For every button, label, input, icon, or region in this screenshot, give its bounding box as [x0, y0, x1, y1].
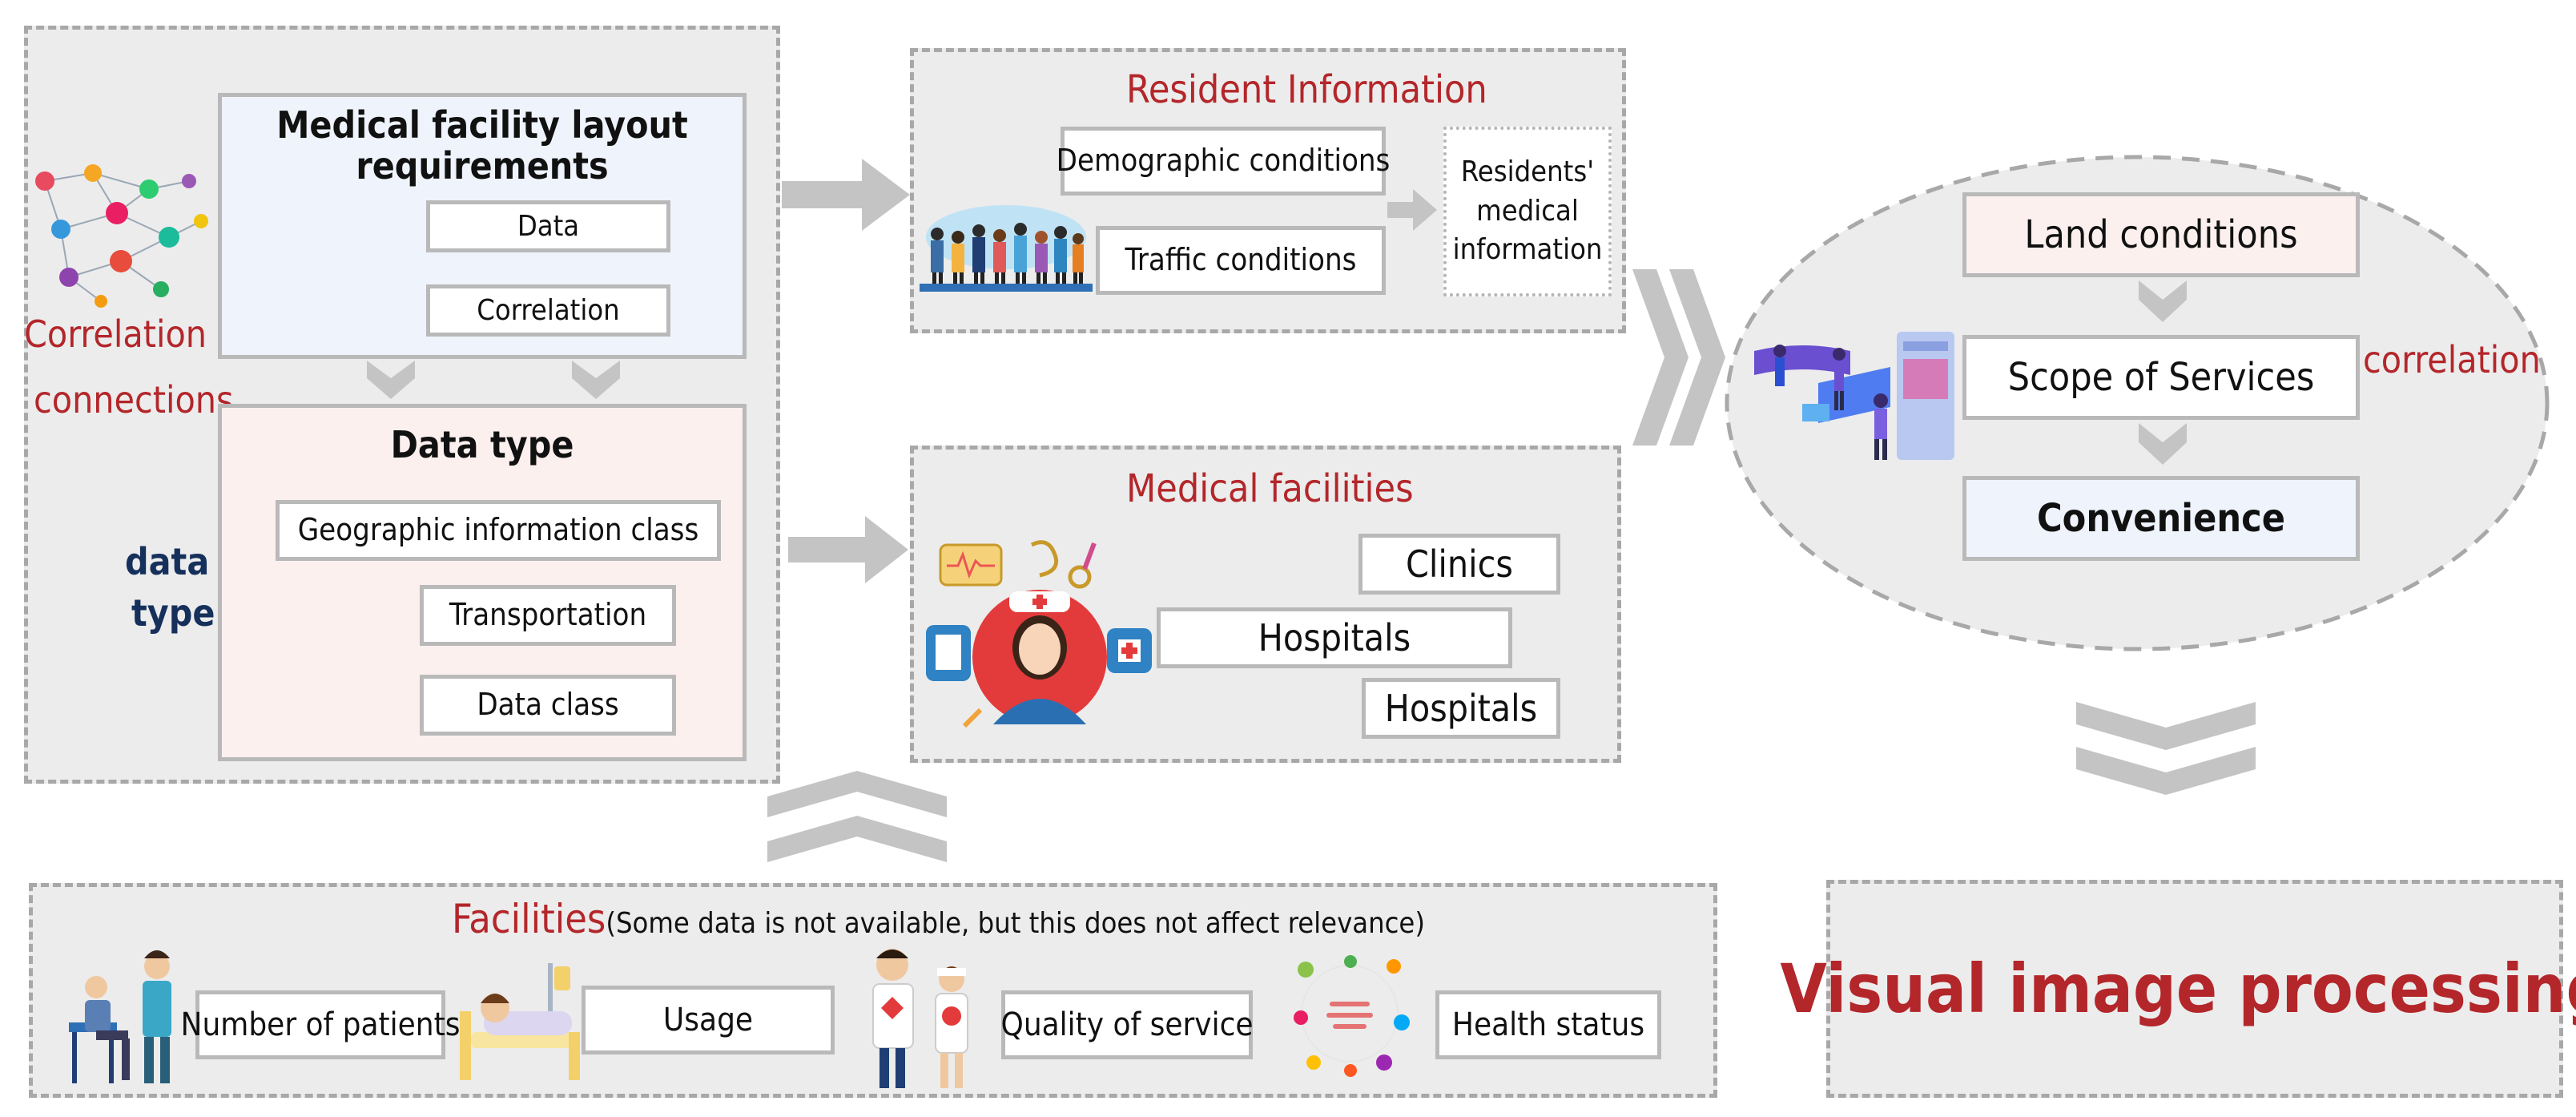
data-type-label-2: type [131, 591, 215, 635]
community-hospitals-box: Hospitals [1157, 607, 1512, 668]
data-class-box: Data class [420, 675, 676, 736]
facilities-title-row: Facilities(Some data is not available, b… [452, 897, 1425, 942]
double-up-chevron-icon [767, 771, 947, 862]
right-arrow-icon [782, 159, 910, 231]
down-chevron-icon [2139, 423, 2187, 465]
facilities-title: Facilities [452, 896, 606, 942]
number-of-patients-box: Number of patients [181, 990, 460, 1059]
correlation-connections-label-1: Correlation [24, 313, 207, 356]
health-status-box: Health status [1435, 990, 1661, 1059]
residents-medical-info-box: Residents' medical information [1443, 127, 1612, 296]
facilities-note: (Some data is not available, but this do… [606, 907, 1426, 940]
residents-info-line-2: medical [1476, 194, 1579, 228]
residents-info-line-3: information [1452, 233, 1603, 267]
patient-doctor-icon [69, 950, 171, 1083]
doctors-icon [872, 949, 968, 1088]
medical-facilities-title: Medical facilities [1126, 466, 1414, 511]
traffic-box: Traffic conditions [1096, 226, 1386, 295]
correlation-label: correlation [2363, 338, 2541, 381]
quality-of-service-box: Quality of service [1001, 990, 1254, 1059]
correlation-box: Correlation [426, 284, 670, 337]
tech-people-icon [1754, 332, 1954, 460]
hospital-bed-icon [460, 963, 580, 1080]
clinics-box: Clinics [1358, 534, 1560, 595]
usage-box: Usage [582, 986, 835, 1054]
layout-requirements-title: Medical facility layout requirements [276, 103, 688, 188]
resident-info-title: Resident Information [1126, 67, 1487, 112]
healthy-life-icon [1294, 955, 1410, 1077]
double-down-chevron-icon [2076, 702, 2256, 795]
residents-info-line-1: Residents' [1460, 155, 1595, 189]
crowd-icon [920, 205, 1093, 292]
data-type-label-1: data [125, 540, 210, 583]
scope-of-services-box: Scope of Services [1962, 335, 2360, 420]
network-icon [35, 164, 208, 308]
correlation-connections-label-2: connections [34, 378, 234, 421]
demographic-box: Demographic conditions [1057, 127, 1390, 196]
visual-processing-label: Visual image processing [1780, 950, 2576, 1028]
geographic-info-box: Geographic information class [276, 500, 721, 561]
right-arrow-icon [788, 516, 908, 583]
data-type-title: Data type [390, 423, 574, 466]
down-chevron-icon [367, 361, 415, 399]
transportation-box: Transportation [420, 585, 676, 646]
nurse-icon [926, 540, 1152, 728]
land-conditions-box: Land conditions [1962, 192, 2360, 277]
down-chevron-icon [572, 361, 620, 399]
down-chevron-icon [2139, 280, 2187, 322]
hospitals-box: Hospitals [1362, 678, 1560, 739]
double-right-chevron-icon [1632, 269, 1725, 446]
visual-processing-panel: Visual image processing [1780, 880, 2576, 1098]
data-box: Data [426, 200, 670, 252]
convenience-box: Convenience [1962, 476, 2360, 561]
right-chevron-icon [1387, 189, 1437, 231]
